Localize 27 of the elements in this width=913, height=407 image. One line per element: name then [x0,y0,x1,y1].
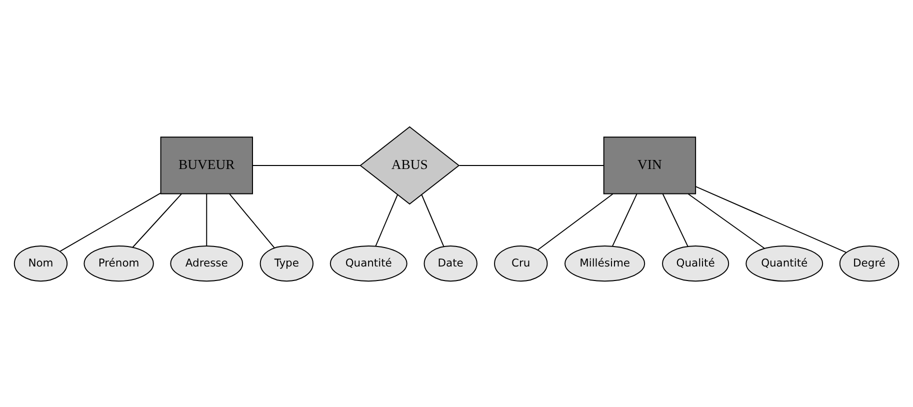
node-ellipse: Quantité [746,244,824,282]
node-ellipse: Degré [839,244,900,282]
connector [252,164,361,166]
node-ellipse: Date [424,244,478,282]
node-box: VIN [603,136,696,194]
connector [612,192,638,246]
node-ellipse: Cru [494,244,548,282]
node-ellipse: Qualité [662,244,730,282]
connector [458,164,604,166]
connector [229,192,275,248]
node-diamond: ABUS [360,126,460,204]
node-ellipse: Millésime [564,244,646,282]
connector [662,192,688,246]
node-ellipse: Type [260,244,314,282]
node-box: BUVEUR [160,136,253,194]
connector [375,194,398,246]
node-ellipse: Nom [14,244,68,282]
node-ellipse: Prénom [84,244,154,282]
node-ellipse: Quantité [330,244,408,282]
connector [132,192,182,248]
connector [537,192,614,250]
connector [206,192,208,246]
connector [421,194,444,246]
connector [688,192,765,248]
node-ellipse: Adresse [170,244,244,282]
connector [60,192,161,252]
connector [695,186,847,252]
